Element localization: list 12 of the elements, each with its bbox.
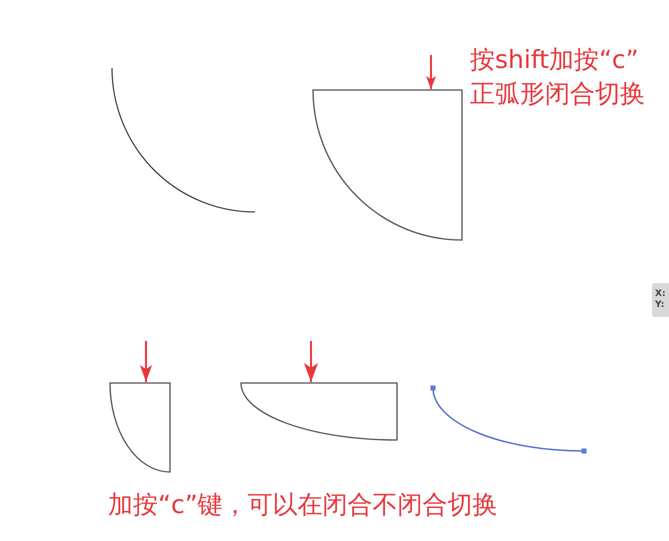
open-arc bbox=[110, 66, 257, 214]
x-coordinate-label: X: bbox=[655, 289, 666, 299]
instruction-note: 加按“c”键，可以在闭合不闭合切换 bbox=[108, 489, 498, 521]
arrow bbox=[426, 55, 436, 89]
y-coordinate-label: Y: bbox=[655, 300, 664, 310]
arrow bbox=[304, 341, 318, 382]
narrow-sector-shape bbox=[109, 382, 171, 473]
wide-sector-shape bbox=[240, 382, 398, 441]
quarter-sector-shape bbox=[312, 89, 463, 241]
instruction-note: 按shift加按“c”正弧形闭合切换 bbox=[470, 44, 646, 110]
selected-arc bbox=[430, 385, 587, 454]
arrow bbox=[140, 341, 152, 382]
